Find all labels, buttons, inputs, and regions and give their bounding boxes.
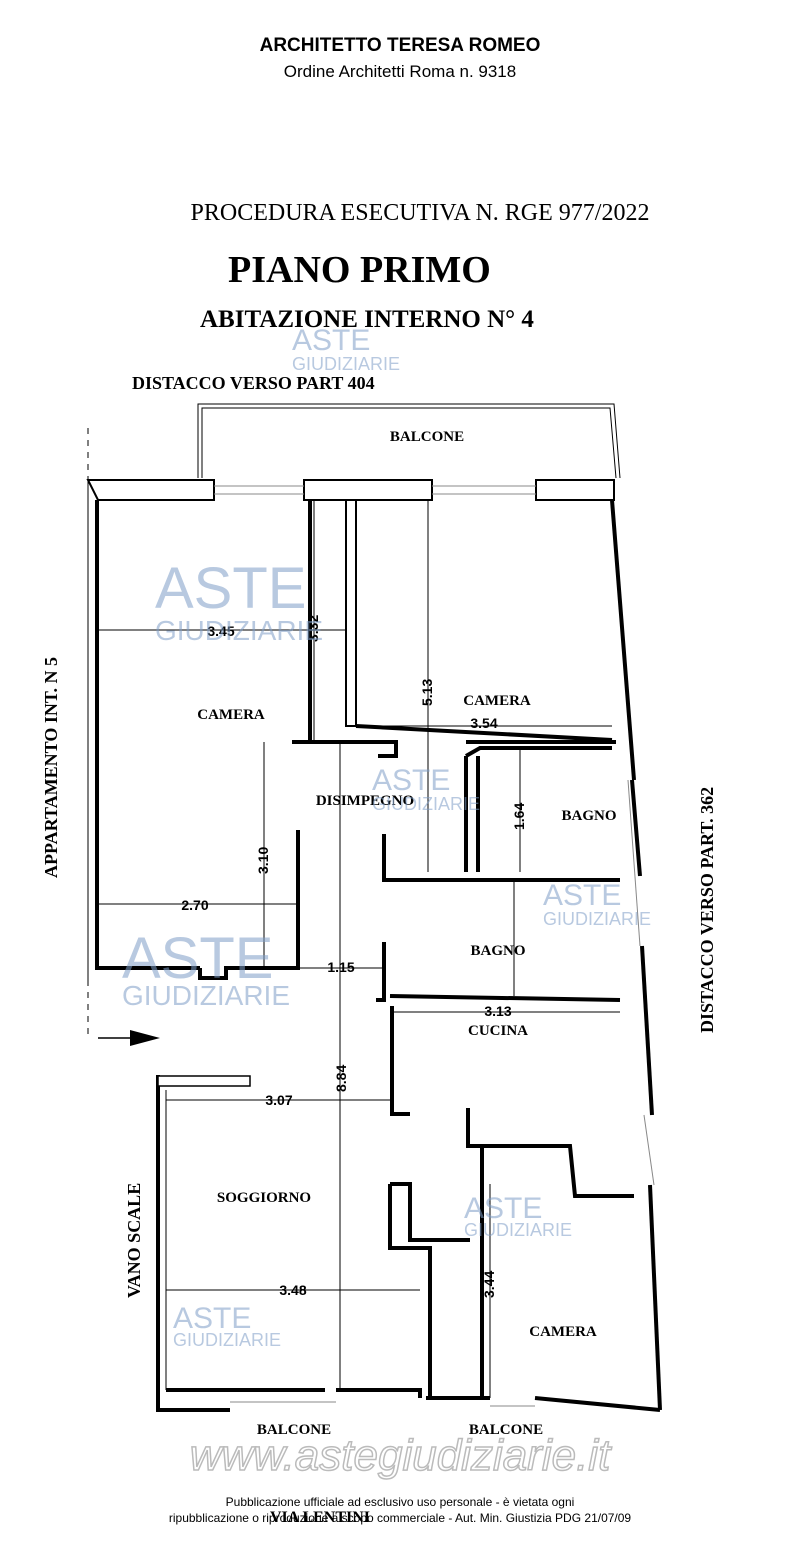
entrance-arrow-icon xyxy=(98,1030,160,1046)
architect-name: ARCHITETTO TERESA ROMEO xyxy=(259,35,541,56)
svg-text:ASTE: ASTE xyxy=(543,879,621,912)
interior-walls xyxy=(292,499,634,1398)
dim-3-54: 3.54 xyxy=(470,715,497,731)
svg-text:ASTE: ASTE xyxy=(173,1302,251,1335)
dim-3-45: 3.45 xyxy=(207,623,234,639)
room-bagno-1: BAGNO xyxy=(561,808,616,824)
dim-1-64: 1.64 xyxy=(511,803,527,830)
watermark-logo-5: ASTE GIUDIZIARIE xyxy=(122,926,290,1011)
footer-line-2: ripubblicazione o riproduzione a scopo c… xyxy=(168,1511,632,1525)
room-balcone-top: BALCONE xyxy=(390,429,464,445)
exterior-walls xyxy=(86,479,662,1412)
dim-3-07: 3.07 xyxy=(265,1092,292,1108)
watermark-logo-6: ASTE GIUDIZIARIE xyxy=(464,1192,572,1240)
svg-text:ASTE: ASTE xyxy=(372,764,450,797)
label-street: VIA LENTINI xyxy=(270,1509,370,1526)
floor-title: PIANO PRIMO xyxy=(228,249,491,291)
svg-text:ASTE: ASTE xyxy=(464,1192,542,1225)
room-camera-se: CAMERA xyxy=(529,1324,597,1340)
room-camera-nw: CAMERA xyxy=(197,707,265,723)
watermark-logo-4: ASTE GIUDIZIARIE xyxy=(543,879,651,929)
room-camera-ne: CAMERA xyxy=(463,693,531,709)
svg-text:GIUDIZIARIE: GIUDIZIARIE xyxy=(122,980,290,1011)
room-balcone-bl: BALCONE xyxy=(257,1422,331,1438)
watermark-logo-1: ASTE GIUDIZIARIE xyxy=(155,556,323,646)
svg-text:GIUDIZIARIE: GIUDIZIARIE xyxy=(464,1220,572,1240)
label-boundary-left: APPARTAMENTO INT. N 5 xyxy=(41,657,61,878)
dim-3-32: 3.32 xyxy=(305,615,321,642)
label-stairs: VANO SCALE xyxy=(124,1183,144,1298)
dim-3-48: 3.48 xyxy=(279,1282,306,1298)
dim-3-44: 3.44 xyxy=(481,1271,497,1298)
svg-text:GIUDIZIARIE: GIUDIZIARIE xyxy=(543,909,651,929)
procedure-title: PROCEDURA ESECUTIVA N. RGE 977/2022 xyxy=(190,200,650,226)
svg-text:ASTE: ASTE xyxy=(292,324,370,357)
balcony-top xyxy=(197,403,621,479)
dim-5-13: 5.13 xyxy=(419,679,435,706)
svg-text:ASTE: ASTE xyxy=(155,556,307,621)
dim-1-15: 1.15 xyxy=(327,959,354,975)
room-disimpegno: DISIMPEGNO xyxy=(316,793,414,809)
room-soggiorno: SOGGIORNO xyxy=(217,1190,311,1206)
label-boundary-right: DISTACCO VERSO PART. 362 xyxy=(697,787,717,1033)
svg-text:GIUDIZIARIE: GIUDIZIARIE xyxy=(155,615,323,646)
svg-text:ASTE: ASTE xyxy=(122,926,274,991)
room-bagno-2: BAGNO xyxy=(470,943,525,959)
dim-8-84: 8.84 xyxy=(333,1065,349,1092)
watermark-logo-3: ASTE GIUDIZIARIE xyxy=(372,764,480,814)
watermark-url: www.astegiudiziarie.it xyxy=(190,1431,612,1480)
dimension-lines xyxy=(97,500,620,1398)
room-balcone-br: BALCONE xyxy=(469,1422,543,1438)
svg-text:GIUDIZIARIE: GIUDIZIARIE xyxy=(292,354,400,374)
watermark-logo-7: ASTE GIUDIZIARIE xyxy=(173,1302,281,1350)
svg-text:GIUDIZIARIE: GIUDIZIARIE xyxy=(372,794,480,814)
watermark-logo-2: ASTE GIUDIZIARIE xyxy=(292,324,400,374)
footer-line-1: Pubblicazione ufficiale ad esclusivo uso… xyxy=(225,1495,575,1509)
unit-title: ABITAZIONE INTERNO N° 4 xyxy=(200,306,534,333)
label-boundary-top: DISTACCO VERSO PART 404 xyxy=(132,373,375,393)
architect-order: Ordine Architetti Roma n. 9318 xyxy=(283,62,517,81)
svg-text:GIUDIZIARIE: GIUDIZIARIE xyxy=(173,1330,281,1350)
dim-3-10: 3.10 xyxy=(255,847,271,874)
dim-2-70: 2.70 xyxy=(181,897,208,913)
dim-3-13: 3.13 xyxy=(484,1003,511,1019)
room-cucina: CUCINA xyxy=(468,1023,528,1039)
